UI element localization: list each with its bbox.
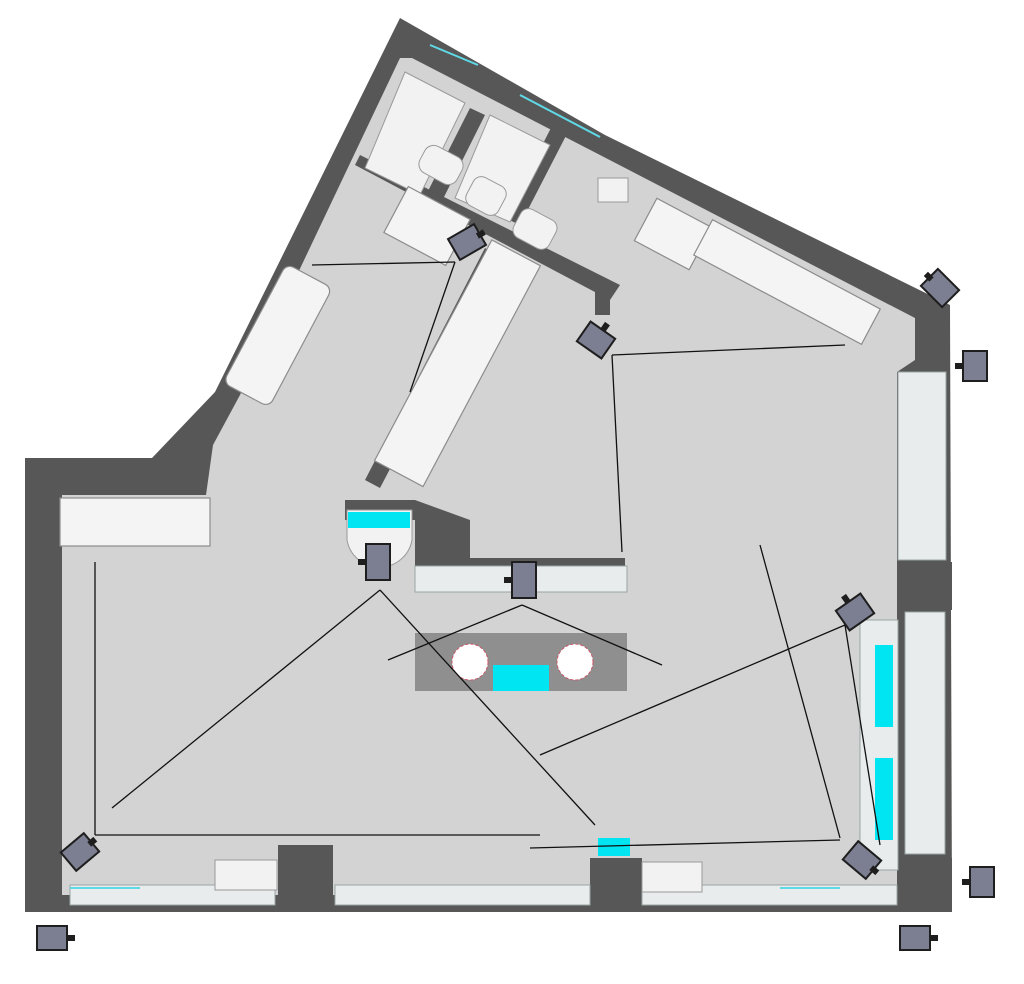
sink-icon <box>597 177 629 203</box>
island-sink-right <box>556 643 594 681</box>
highlight-cabinet-1 <box>875 645 893 727</box>
cctv-camera-icon <box>358 543 391 581</box>
cctv-camera-icon <box>36 925 75 951</box>
highlight-cabinet-2 <box>875 758 893 840</box>
sightlines <box>94 261 881 849</box>
column-bottom-right <box>897 858 952 912</box>
cctv-camera-icon <box>955 350 988 382</box>
counter-diagonal <box>373 239 542 488</box>
cctv-camera-icon <box>919 267 961 309</box>
window-bottom-2 <box>334 884 591 906</box>
pier-2 <box>590 858 642 912</box>
counter-top-right <box>692 218 882 346</box>
cctv-camera-icon <box>841 839 883 881</box>
column-right <box>897 562 952 610</box>
cctv-camera-icon <box>504 561 537 599</box>
cctv-camera-icon <box>899 925 938 951</box>
cctv-camera-icon <box>834 592 876 632</box>
pier-1 <box>278 845 333 912</box>
cctv-camera-icon <box>962 866 995 898</box>
cctv-camera-icon <box>59 831 101 873</box>
cctv-camera-icon <box>446 222 488 262</box>
window-bottom-3 <box>641 884 898 906</box>
kiosk-highlight <box>348 512 410 528</box>
glass-strip <box>429 44 479 66</box>
sink-icon <box>512 208 558 250</box>
cctv-camera-icon <box>575 320 617 360</box>
floor-highlight-box <box>598 838 630 856</box>
shelving-right-lower <box>904 611 946 855</box>
display-wall <box>345 500 625 570</box>
shelving-right-upper <box>897 371 947 561</box>
bench-left <box>225 265 331 406</box>
glass-strip <box>519 94 601 138</box>
island-highlight <box>493 665 549 691</box>
counter-left <box>59 497 211 547</box>
planter-2 <box>641 861 703 893</box>
partition-stub <box>595 285 610 315</box>
planter-1 <box>214 859 278 891</box>
toilet-icon <box>465 176 507 216</box>
toilet-icon <box>418 144 464 186</box>
cameras <box>36 222 995 951</box>
island-sink-left <box>451 643 489 681</box>
